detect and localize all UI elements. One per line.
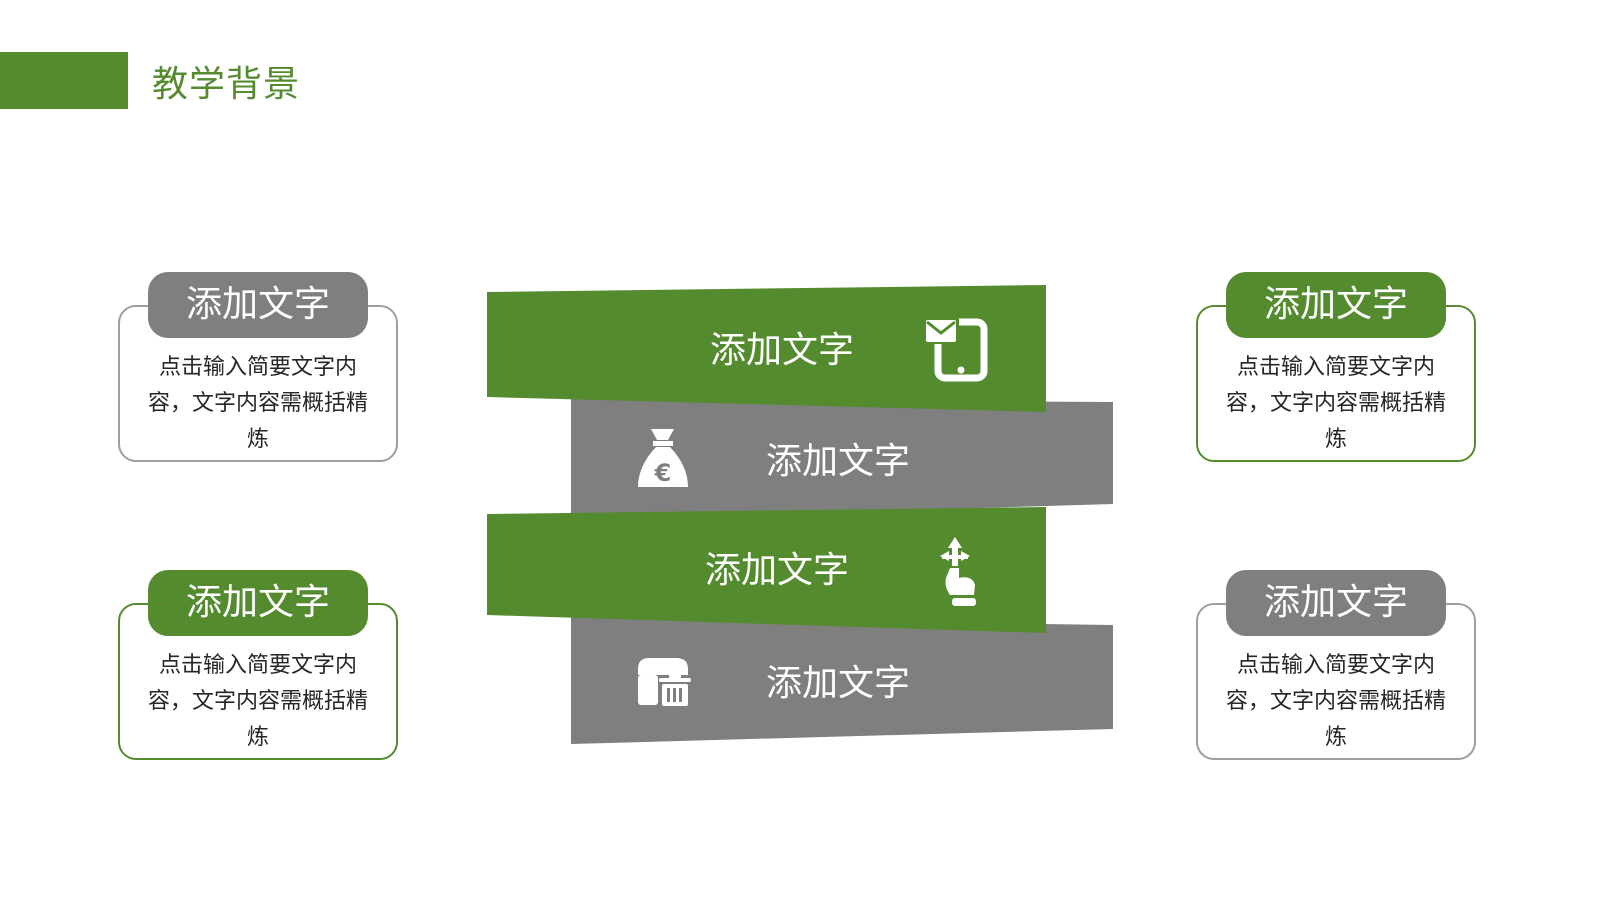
euro-money-bag-icon: €	[638, 429, 688, 487]
band-label-3: 添加文字	[705, 550, 849, 591]
band-label-2: 添加文字	[766, 441, 910, 482]
info-card-left-top: 添加文字 点击输入简要文字内容，文字内容需概括精炼	[118, 272, 398, 494]
card-title: 添加文字	[1226, 272, 1446, 338]
wallet-delete-icon	[638, 658, 691, 706]
card-description: 点击输入简要文字内容，文字内容需概括精炼	[1225, 355, 1446, 452]
svg-text:€: €	[654, 459, 672, 487]
card-description: 点击输入简要文字内容，文字内容需概括精炼	[147, 653, 368, 750]
band-shape-3	[487, 507, 1046, 633]
card-description: 点击输入简要文字内容，文字内容需概括精炼	[147, 355, 368, 452]
card-title: 添加文字	[148, 570, 368, 636]
band-shape-1	[487, 285, 1046, 412]
band-shape-4	[571, 617, 1113, 744]
info-card-right-top: 添加文字 点击输入简要文字内容，文字内容需概括精炼	[1196, 272, 1476, 494]
band-shape-2	[571, 399, 1113, 520]
info-card-left-bottom: 添加文字 点击输入简要文字内容，文字内容需概括精炼	[118, 570, 398, 792]
page-title: 教学背景	[152, 64, 301, 105]
band-label-4: 添加文字	[766, 663, 910, 704]
card-title: 添加文字	[148, 272, 368, 338]
card-description: 点击输入简要文字内容，文字内容需概括精炼	[1225, 653, 1446, 750]
hand-pointer-icon	[940, 537, 976, 606]
phone-message-icon	[925, 318, 988, 382]
info-card-right-bottom: 添加文字 点击输入简要文字内容，文字内容需概括精炼	[1196, 570, 1476, 792]
card-title: 添加文字	[1226, 570, 1446, 636]
band-label-1: 添加文字	[710, 330, 854, 371]
title-accent-bar	[0, 52, 128, 109]
